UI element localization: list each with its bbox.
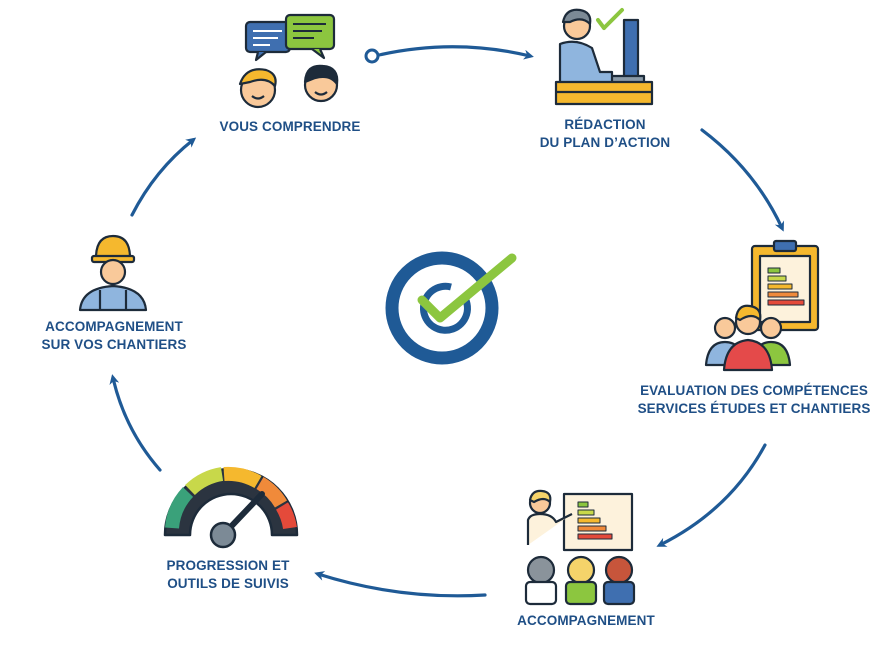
- label-container-redaction: RÉDACTION DU PLAN D’ACTION: [505, 116, 705, 152]
- step-label-redaction: RÉDACTION DU PLAN D’ACTION: [505, 116, 705, 152]
- label-container-accompagnement: ACCOMPAGNEMENT: [486, 612, 686, 630]
- arrow-start-dot: [364, 48, 380, 64]
- step-label-evaluation-line-1: EVALUATION DES COMPÉTENCES: [640, 383, 868, 398]
- step-label-chantiers: ACCOMPAGNEMENT SUR VOS CHANTIERS: [14, 318, 214, 354]
- arrow-accompagnement-to-progression: [314, 571, 487, 598]
- step-label-progression: PROGRESSION ET OUTILS DE SUIVIS: [128, 557, 328, 593]
- circle-checkmark-icon: [385, 251, 517, 365]
- label-container-progression: PROGRESSION ET OUTILS DE SUIVIS: [128, 557, 328, 593]
- step-label-comprendre: VOUS COMPRENDRE: [190, 118, 390, 136]
- label-container-evaluation: EVALUATION DES COMPÉTENCES SERVICES ÉTUD…: [616, 382, 892, 418]
- computer-worker-icon: [554, 8, 654, 106]
- step-label-evaluation-line-2: SERVICES ÉTUDES ET CHANTIERS: [637, 401, 871, 416]
- cycle-arrows: [109, 45, 784, 598]
- step-label-comprendre-line-1: VOUS COMPRENDRE: [219, 119, 361, 134]
- step-label-chantiers-line-1: ACCOMPAGNEMENT: [45, 319, 183, 334]
- label-container-chantiers: ACCOMPAGNEMENT SUR VOS CHANTIERS: [14, 318, 214, 354]
- arrow-evaluation-to-accompagnement: [656, 443, 767, 547]
- step-label-progression-line-1: PROGRESSION ET: [166, 558, 290, 573]
- presentation-audience-icon: [524, 489, 636, 606]
- label-container-comprendre: VOUS COMPRENDRE: [190, 118, 390, 136]
- construction-worker-icon: [78, 234, 148, 312]
- arrow-comprendre-to-redaction: [377, 45, 534, 60]
- step-label-accompagnement: ACCOMPAGNEMENT: [486, 612, 686, 630]
- step-label-accompagnement-line-1: ACCOMPAGNEMENT: [517, 613, 655, 628]
- arrow-progression-to-chantiers: [109, 374, 162, 472]
- arrow-redaction-to-evaluation: [700, 128, 784, 232]
- step-label-chantiers-line-2: SUR VOS CHANTIERS: [41, 337, 187, 352]
- arrow-chantiers-to-comprendre: [130, 137, 197, 217]
- chat-people-icon: [238, 13, 339, 109]
- team-clipboard-icon: [704, 239, 820, 372]
- step-label-redaction-line-1: RÉDACTION: [564, 117, 646, 132]
- step-label-redaction-line-2: DU PLAN D’ACTION: [539, 135, 671, 150]
- gauge-meter-icon: [163, 466, 299, 549]
- step-label-evaluation: EVALUATION DES COMPÉTENCES SERVICES ÉTUD…: [616, 382, 892, 418]
- step-label-progression-line-2: OUTILS DE SUIVIS: [167, 576, 289, 591]
